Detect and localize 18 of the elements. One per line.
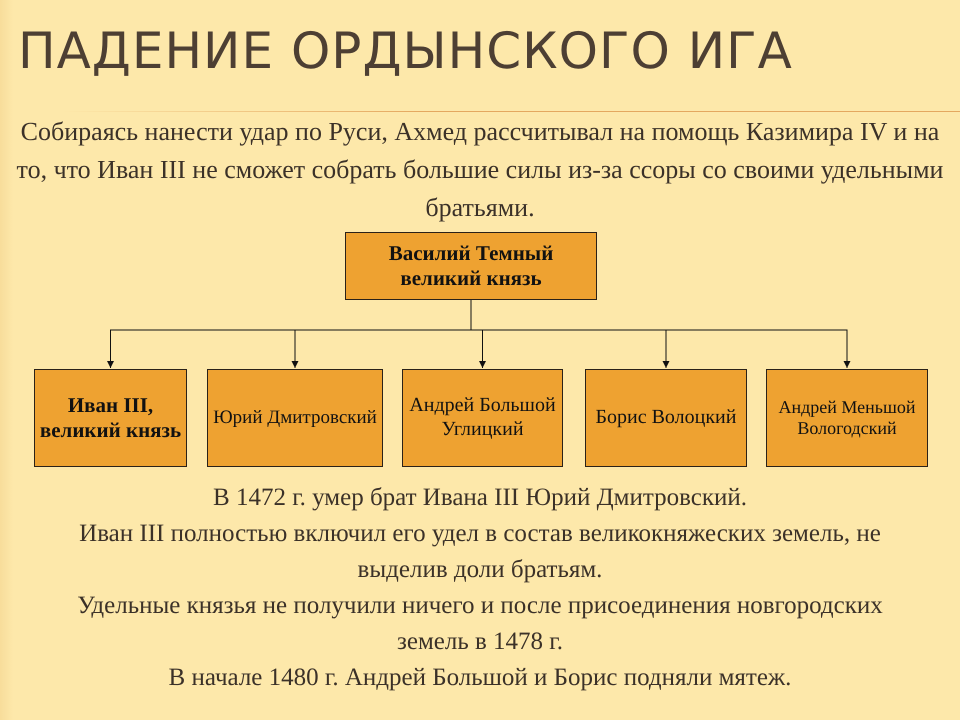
person-box [207, 369, 383, 467]
text-paragraph: Иван III полностью включил его удел в состав великокняжеских земель, не выделив доли братьям. [78, 519, 882, 585]
text-paragraph: В начале 1480 г. Андрей Большой и Борис подняли мятеж. [168, 663, 792, 693]
person-name: Борис Волоцкий [596, 406, 736, 430]
person-box [766, 369, 928, 467]
text-paragraph: Собираясь нанести удар по Руси, Ахмед рассчитывал на помощь Казимира IV и на то, что Иван III не сможет собрать большие силы из-за ссоры со своими удельными братьями. [16, 116, 944, 224]
person-name: Иван III, великий князь [38, 393, 182, 443]
person-box [34, 369, 187, 467]
person-box [585, 369, 747, 467]
text-paragraph: В 1472 г. умер брат Ивана III Юрий Дмитровский. [212, 483, 748, 513]
slide-title: ПАДЕНИЕ ОРДЫНСКОГО ИГА [18, 22, 793, 80]
text-paragraph: Удельные князья не получили ничего и после присоединения новгородских земель в 1478 г. [76, 591, 884, 657]
person-box [345, 232, 597, 300]
person-name: Василий Темный великий князь [388, 241, 554, 291]
person-box [402, 369, 563, 467]
person-name: Юрий Дмитровский [213, 406, 377, 430]
person-name: Андрей Большой Углицкий [408, 394, 557, 442]
person-name: Андрей Меньшой Вологодский [777, 396, 916, 440]
